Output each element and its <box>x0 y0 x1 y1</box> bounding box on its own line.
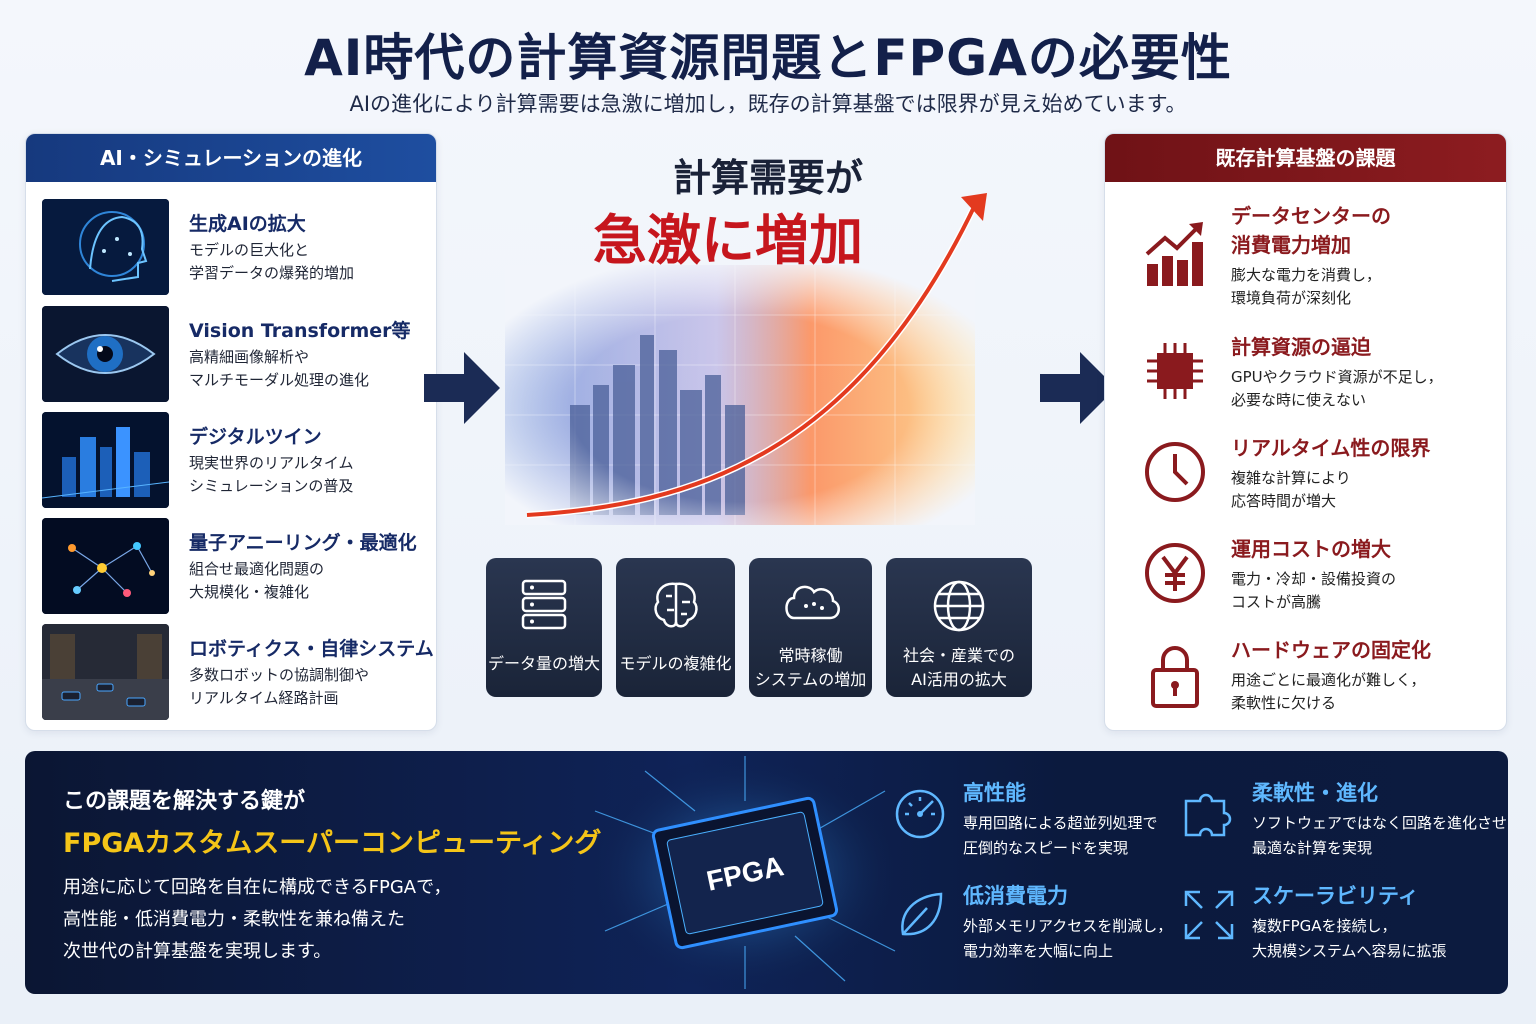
item-desc: 膨大な電力を消費し，環境負荷が深刻化 <box>1231 266 1382 307</box>
list-item: 運用コストの増大 電力・冷却・設備投資のコストが高騰 <box>1135 535 1500 630</box>
item-title: Vision Transformer等 <box>189 320 411 342</box>
list-item: 量子アニーリング・最適化 組合せ最適化問題の大規模化・複雑化 <box>42 518 430 614</box>
feature-title: 低消費電力 <box>963 884 1068 908</box>
cloud-icon <box>784 585 840 620</box>
list-item: デジタルツイン 現実世界のリアルタイムシミュレーションの普及 <box>42 412 430 508</box>
demand-headline: 計算需要が <box>672 156 863 200</box>
right-arrow-icon <box>1040 352 1116 424</box>
demand-growth-graphic <box>505 193 987 525</box>
item-title: リアルタイム性の限界 <box>1231 436 1431 460</box>
feature-desc: 複数FPGAを接続し，大規模システムへ容易に拡張 <box>1252 917 1447 960</box>
feature-desc: 外部メモリアクセスを削減し，電力効率を大幅に向上 <box>963 917 1173 960</box>
feature-item: 柔軟性・進化 ソフトウェアではなく回路を進化させ，最適な計算を実現 <box>1182 777 1508 867</box>
list-item: Vision Transformer等 高精細画像解析やマルチモーダル処理の進化 <box>42 306 430 402</box>
digital-city-image <box>42 412 169 508</box>
demand-tile: 常時稼働システムの増加 <box>749 558 872 697</box>
solution-lead: この課題を解決する鍵が <box>63 789 306 814</box>
feature-title: 柔軟性・進化 <box>1252 781 1378 805</box>
item-desc: モデルの巨大化と学習データの爆発的増加 <box>189 241 355 282</box>
feature-title: 高性能 <box>963 781 1026 805</box>
list-item: 生成AIの拡大 モデルの巨大化と学習データの爆発的増加 <box>42 199 430 295</box>
item-title: 計算資源の逼迫 <box>1231 335 1371 359</box>
right-arrow-icon <box>424 352 500 424</box>
demand-headline-emphasis: 急激に増加 <box>593 209 863 272</box>
bar-growth-icon <box>1145 222 1203 286</box>
challenges-panel: 既存計算基盤の課題 データセンターの消費電力増加 膨大な電力を消費し，環境負荷が… <box>1104 133 1507 731</box>
item-title: 量子アニーリング・最適化 <box>189 532 417 554</box>
ai-evolution-panel: AI・シミュレーションの進化 生成AIの拡大 モデルの巨大化と学習データの爆発的… <box>25 133 437 731</box>
network-graph-image <box>42 518 169 614</box>
ai-head-image <box>42 199 169 295</box>
tile-label: 常時稼働システムの増加 <box>754 646 867 689</box>
item-title: ロボティクス・自律システム <box>189 638 434 660</box>
item-desc: 用途ごとに最適化が難しく，柔軟性に欠ける <box>1231 671 1426 712</box>
panel-heading: AI・シミュレーションの進化 <box>26 134 436 182</box>
item-title: 生成AIの拡大 <box>189 213 306 235</box>
item-title: デジタルツイン <box>189 426 322 448</box>
yen-icon <box>1145 543 1205 603</box>
list-item: データセンターの消費電力増加 膨大な電力を消費し，環境負荷が深刻化 <box>1135 202 1500 307</box>
item-title: ハードウェアの固定化 <box>1231 638 1431 662</box>
server-icon <box>521 579 567 630</box>
tile-label: モデルの複雑化 <box>619 654 732 673</box>
lock-icon <box>1151 646 1199 708</box>
feature-desc: 専用回路による超並列処理で圧倒的なスピードを実現 <box>963 814 1158 857</box>
fpga-chip-graphic: FPGA <box>585 753 905 993</box>
feature-item: 低消費電力 外部メモリアクセスを削減し，電力効率を大幅に向上 <box>893 880 1173 970</box>
chip-icon <box>1147 343 1203 399</box>
clock-icon <box>1145 442 1205 502</box>
warehouse-robots-image <box>42 624 169 720</box>
feature-title: スケーラビリティ <box>1252 884 1419 908</box>
list-item: ロボティクス・自律システム 多数ロボットの協調制御やリアルタイム経路計画 <box>42 624 434 720</box>
leaf-icon <box>901 892 943 936</box>
panel-heading: 既存計算基盤の課題 <box>1105 134 1506 182</box>
item-desc: 複雑な計算により応答時間が増大 <box>1231 469 1351 510</box>
tile-label: データ量の増大 <box>487 654 600 673</box>
page-subtitle: AIの進化により計算需要は急激に増加し，既存の計算基盤では限界が見え始めています… <box>349 92 1187 116</box>
solution-body: 用途に応じて回路を自在に構成できるFPGAで，高性能・低消費電力・柔軟性を兼ね備… <box>63 877 452 962</box>
eye-image <box>42 306 169 402</box>
item-desc: 多数ロボットの協調制御やリアルタイム経路計画 <box>189 666 370 707</box>
page-title: AI時代の計算資源問題とFPGAの必要性 <box>304 29 1232 87</box>
item-title: 運用コストの増大 <box>1231 537 1391 561</box>
item-title: データセンターの消費電力増加 <box>1231 204 1391 257</box>
item-desc: 高精細画像解析やマルチモーダル処理の進化 <box>189 348 370 389</box>
list-item: 計算資源の逼迫 GPUやクラウド資源が不足し，必要な時に使えない <box>1135 333 1500 428</box>
list-item: ハードウェアの固定化 用途ごとに最適化が難しく，柔軟性に欠ける <box>1135 636 1500 731</box>
solution-highlight: FPGAカスタムスーパーコンピューティング <box>63 828 602 859</box>
demand-tile: データ量の増大 <box>486 558 602 697</box>
feature-item: スケーラビリティ 複数FPGAを接続し，大規模システムへ容易に拡張 <box>1182 880 1482 970</box>
list-item: リアルタイム性の限界 複雑な計算により応答時間が増大 <box>1135 434 1500 529</box>
demand-tile: モデルの複雑化 <box>616 558 735 697</box>
globe-icon <box>933 580 985 632</box>
expand-icon <box>1184 890 1234 940</box>
item-desc: 組合せ最適化問題の大規模化・複雑化 <box>189 560 325 601</box>
brain-icon <box>653 582 698 628</box>
solution-banner: この課題を解決する鍵が FPGAカスタムスーパーコンピューティング 用途に応じて… <box>25 751 1508 994</box>
feature-desc: ソフトウェアではなく回路を進化させ，最適な計算を実現 <box>1252 814 1508 857</box>
feature-item: 高性能 専用回路による超並列処理で圧倒的なスピードを実現 <box>893 777 1173 867</box>
item-desc: 現実世界のリアルタイムシミュレーションの普及 <box>189 454 354 495</box>
gauge-icon <box>895 789 945 839</box>
item-desc: 電力・冷却・設備投資のコストが高騰 <box>1231 570 1397 611</box>
puzzle-icon <box>1184 793 1232 837</box>
item-desc: GPUやクラウド資源が不足し，必要な時に使えない <box>1231 368 1443 409</box>
